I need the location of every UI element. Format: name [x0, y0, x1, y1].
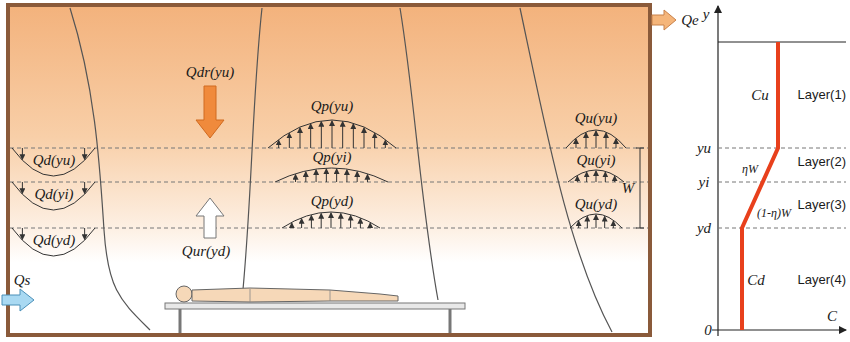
- flow-arrow: [291, 223, 292, 228]
- flow-arrow: [331, 213, 332, 228]
- flow-arrow: [596, 131, 597, 148]
- layer-label: Layer(4): [798, 273, 846, 287]
- flow-arrow: [606, 133, 607, 148]
- flow-arrow: [310, 124, 311, 148]
- downward-flow-arrow: [196, 86, 224, 138]
- flow-curves: [70, 8, 612, 332]
- flow-arrow: [596, 171, 597, 182]
- flow-rate-label: Qur(yd): [182, 243, 230, 260]
- layer-label: Layer(2): [798, 155, 846, 169]
- profile-curve: [12, 182, 95, 210]
- profile-curve: [566, 130, 626, 148]
- flow-arrow: [577, 176, 578, 182]
- flow-arrow: [289, 133, 290, 148]
- concentration-profile-graph: [712, 6, 846, 336]
- profile-curve: [12, 148, 95, 176]
- profile-curve: [12, 228, 95, 256]
- flow-arrow: [616, 139, 617, 148]
- flow-arrow: [370, 223, 371, 228]
- level-lines: [10, 148, 648, 228]
- flow-arrow: [300, 128, 301, 148]
- flow-arrow: [326, 169, 327, 182]
- dimension-label: ηW: [742, 163, 758, 176]
- flow-rate-label: Qe: [681, 12, 699, 29]
- flow-arrow: [84, 148, 85, 159]
- flow-arrow: [350, 216, 351, 228]
- axis-label: yu: [697, 140, 711, 157]
- axis-label: y: [703, 6, 710, 23]
- flow-rate-label: W: [622, 180, 635, 197]
- flow-arrow: [336, 169, 337, 182]
- layer-label: Layer(3): [798, 198, 846, 212]
- flow-arrow: [586, 172, 587, 182]
- flow-arrow: [604, 217, 605, 228]
- layer-label: Layer(1): [798, 88, 846, 102]
- profile-curve: [275, 168, 388, 182]
- flow-rate-label: Qp(yu): [311, 98, 353, 115]
- flow-arrow: [374, 133, 375, 148]
- velocity-profiles: [12, 120, 626, 256]
- supply-arrow: [2, 289, 34, 311]
- profile-curve: [568, 170, 624, 182]
- flow-rate-label: Qd(yd): [33, 232, 75, 249]
- dimension-label: (1-η)W: [757, 207, 791, 220]
- flow-rate-label: Qu(yu): [575, 110, 617, 127]
- flow-arrow: [613, 221, 614, 228]
- flow-arrow: [22, 228, 23, 239]
- flow-rate-label: Qu(yi): [576, 152, 615, 169]
- flow-arrow: [84, 182, 85, 193]
- profile-curve: [282, 212, 380, 228]
- flow-arrow: [367, 175, 368, 182]
- axis-label: 0: [704, 322, 712, 339]
- flow-arrow: [596, 215, 597, 228]
- flow-rate-label: Qu(yd): [575, 196, 617, 213]
- flow-arrow: [614, 176, 615, 182]
- flow-arrow: [22, 182, 23, 193]
- flow-arrow: [340, 214, 341, 228]
- w-bracket: [636, 148, 644, 228]
- flow-rate-label: Qp(yd): [311, 193, 353, 210]
- room-wall: [8, 5, 650, 335]
- flow-arrow: [311, 216, 312, 228]
- flow-arrow: [84, 228, 85, 239]
- flow-arrow: [278, 140, 279, 148]
- upward-flow-arrow: [196, 198, 224, 238]
- axis-label: Cu: [751, 87, 769, 104]
- flow-arrow: [605, 172, 606, 182]
- flow-arrow: [301, 219, 302, 228]
- flow-arrow: [321, 122, 322, 148]
- profile-curve: [570, 214, 622, 228]
- flow-arrow: [364, 128, 365, 148]
- flow-arrow: [578, 221, 579, 228]
- flow-rate-label: Qd(yi): [34, 186, 73, 203]
- flow-arrow: [316, 170, 317, 182]
- flow-rate-label: Qd(yu): [33, 152, 75, 169]
- axis-label: Cd: [747, 272, 765, 289]
- axis-label: C: [827, 308, 837, 325]
- flow-arrow: [22, 148, 23, 159]
- flow-arrow: [342, 122, 343, 148]
- flow-arrow: [357, 172, 358, 182]
- flow-arrow: [346, 170, 347, 182]
- axis-label: yd: [697, 220, 711, 237]
- flow-arrow: [385, 140, 386, 148]
- flow-arrow: [586, 133, 587, 148]
- flow-rate-label: Qdr(yu): [186, 64, 234, 81]
- flow-arrow: [587, 217, 588, 228]
- patient-on-bed: [165, 286, 465, 333]
- flow-rate-label: Qs: [14, 272, 31, 289]
- axis-label: yi: [699, 174, 710, 191]
- flow-arrow: [321, 214, 322, 228]
- flow-arrow: [295, 175, 296, 182]
- flow-rate-label: Qp(yi): [312, 149, 351, 166]
- flow-arrow: [576, 139, 577, 148]
- flow-arrow: [360, 219, 361, 228]
- flow-arrow: [332, 121, 333, 148]
- profile-curve: [268, 120, 396, 148]
- flow-arrow: [353, 124, 354, 148]
- exhaust-arrow: [652, 10, 676, 30]
- flow-arrow: [305, 172, 306, 182]
